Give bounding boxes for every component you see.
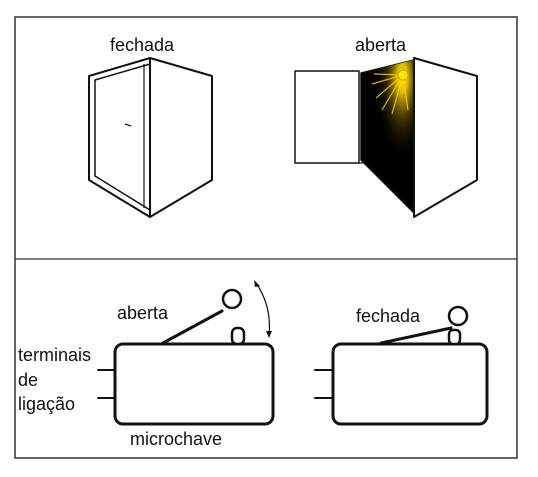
plunger [230,326,246,346]
open-door-label: aberta [355,35,407,55]
closed-door-label: fechada [110,35,175,55]
lever-roller [221,288,243,310]
microswitch-open [97,280,275,426]
switch-open-label: aberta [117,303,169,323]
plunger [447,328,462,346]
switch-closed-label: fechada [356,306,421,326]
switch-body [113,342,275,426]
lamp-icon [371,69,409,115]
lever [379,326,453,345]
switch-body [331,342,489,426]
microswitch-closed [314,305,489,426]
motion-arc [255,282,271,337]
lever-roller [447,305,469,327]
terminals-label-line-3: ligação [18,394,75,414]
terminals-label-line-1: terminais [18,345,91,365]
lever [161,309,224,345]
open-refrigerator [294,57,478,218]
closed-refrigerator [88,57,213,218]
microswitch-label: microchave [130,429,222,449]
terminals-label-line-2: de [18,370,38,390]
outer-frame [14,16,518,459]
open-door-panel [294,70,360,164]
